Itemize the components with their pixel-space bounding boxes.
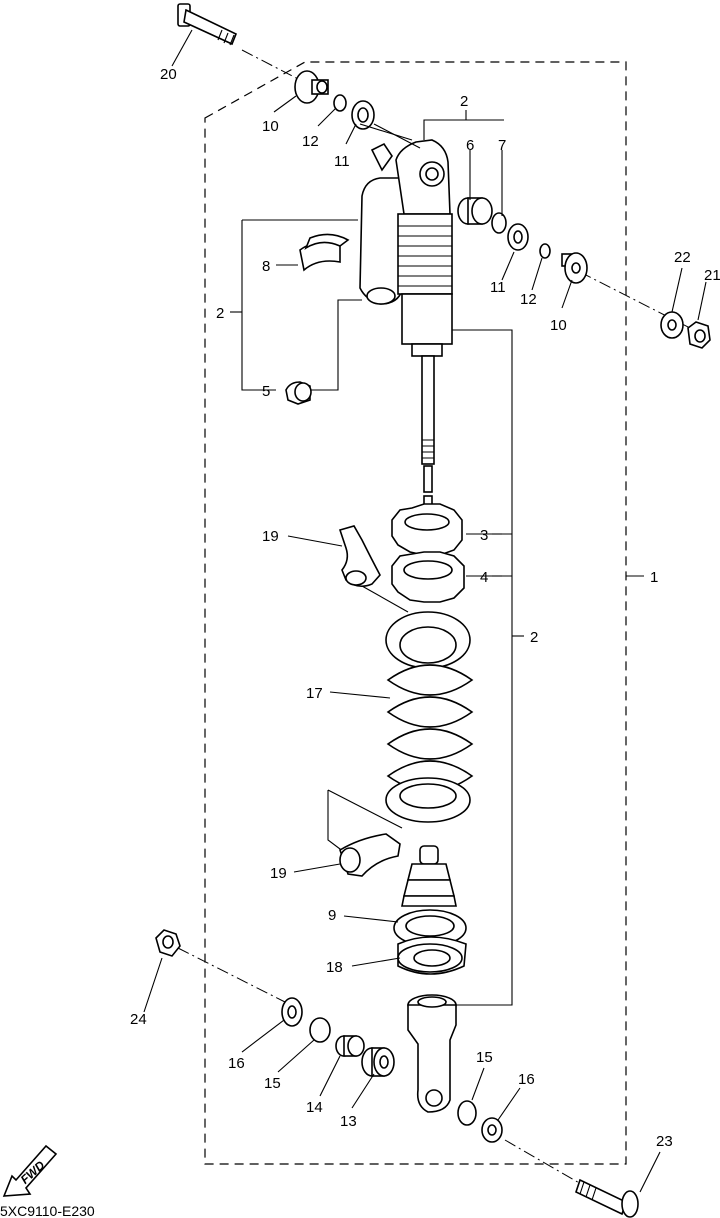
spring-seat-19-top <box>338 525 381 588</box>
label-18: 18 <box>326 959 343 976</box>
bolt-20 <box>177 3 238 46</box>
label-22: 22 <box>674 249 691 266</box>
label-23: 23 <box>656 1133 673 1150</box>
ring-nut-4 <box>391 551 465 603</box>
nut-24 <box>155 929 181 957</box>
bushing-11-top <box>351 100 375 130</box>
label-1: 1 <box>650 569 658 586</box>
label-14: 14 <box>306 1099 323 1116</box>
collar-15-right <box>457 1100 477 1126</box>
axis-line-bottom <box>177 947 286 1003</box>
washer-16-left <box>281 997 303 1027</box>
washer-7 <box>491 212 507 234</box>
assembly-boundary <box>204 61 627 1165</box>
bushing-6 <box>457 197 493 225</box>
washer-22 <box>660 311 684 339</box>
bump-stop <box>401 845 457 907</box>
part-labels: 20 10 12 11 2 6 7 11 12 10 22 21 8 2 5 1… <box>130 66 720 1150</box>
o-ring-12-right <box>539 243 551 259</box>
label-4: 4 <box>480 569 488 586</box>
label-12-right: 12 <box>520 291 537 308</box>
cap-5 <box>285 381 312 405</box>
label-9: 9 <box>328 907 336 924</box>
label-15-left: 15 <box>264 1075 281 1092</box>
bushing-11-right <box>507 223 529 251</box>
part-code: 5XC9110-E230 <box>0 1203 95 1218</box>
label-2-right: 2 <box>530 629 538 646</box>
spring-seat-19-bottom <box>339 833 401 877</box>
bolt-23 <box>575 1178 639 1218</box>
collar-15-left <box>309 1017 331 1043</box>
label-13: 13 <box>340 1113 357 1130</box>
collar-10-top <box>294 70 329 104</box>
fwd-arrow-icon: FWD <box>2 1144 58 1197</box>
label-16-right: 16 <box>518 1071 535 1088</box>
spring-17 <box>385 611 474 823</box>
ring-nut-3 <box>391 503 463 556</box>
label-15-right: 15 <box>476 1049 493 1066</box>
axis-line-top <box>241 49 301 81</box>
axis-line-top-right <box>579 271 691 329</box>
label-6: 6 <box>466 137 474 154</box>
spring-guide-18 <box>397 936 467 975</box>
label-24: 24 <box>130 1011 147 1028</box>
washer-9 <box>393 909 467 947</box>
leader-lines <box>143 29 707 1193</box>
label-2-top: 2 <box>460 93 468 110</box>
label-19-top: 19 <box>262 528 279 545</box>
label-19-bottom: 19 <box>270 865 287 882</box>
label-8: 8 <box>262 258 270 275</box>
label-11-right: 11 <box>490 279 506 296</box>
label-20: 20 <box>160 66 177 83</box>
label-5: 5 <box>262 383 270 400</box>
washer-16-right <box>481 1117 503 1143</box>
label-10-right: 10 <box>550 317 567 334</box>
label-16-left: 16 <box>228 1055 245 1072</box>
label-11-top: 11 <box>334 153 350 170</box>
shock-body <box>395 139 453 519</box>
lower-clevis <box>407 994 457 1113</box>
o-ring-12-top <box>333 94 347 112</box>
collar-10-right <box>561 252 588 284</box>
label-17: 17 <box>306 685 323 702</box>
bearing-13 <box>361 1047 395 1077</box>
label-12-top: 12 <box>302 133 319 150</box>
label-10-top: 10 <box>262 118 279 135</box>
label-7: 7 <box>498 137 506 154</box>
label-3: 3 <box>480 527 488 544</box>
seat-bracket <box>327 789 403 853</box>
clip-8-top <box>304 233 350 250</box>
label-2-left: 2 <box>216 305 224 322</box>
nut-21 <box>687 321 711 349</box>
label-21: 21 <box>704 267 720 284</box>
spacer-14 <box>335 1035 365 1057</box>
